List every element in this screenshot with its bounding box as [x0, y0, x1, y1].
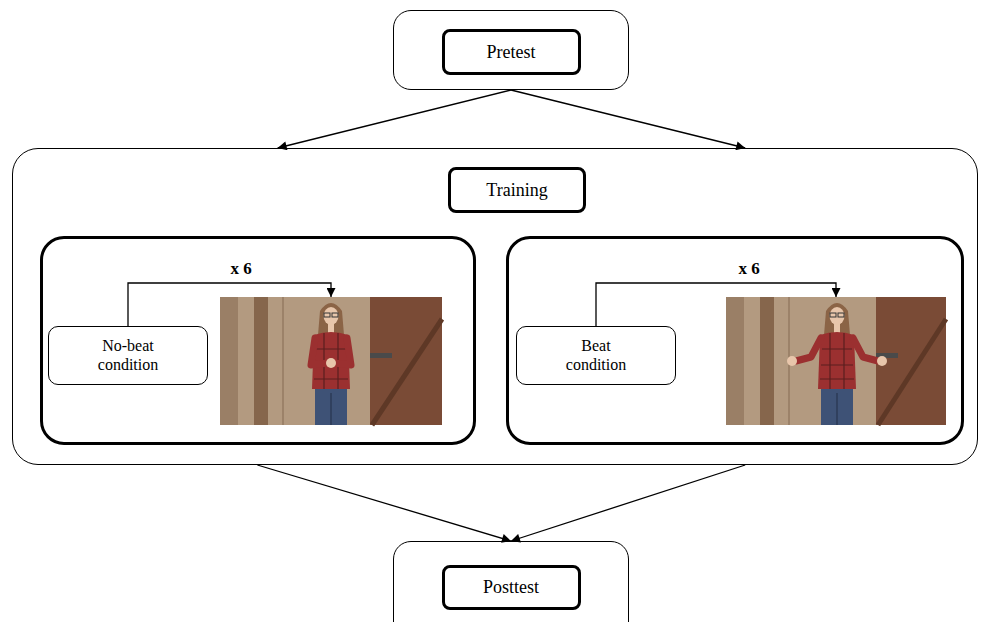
jeans-seam — [836, 393, 838, 425]
condition-panel: x 6 Beat condition — [506, 236, 964, 445]
stage-label: Training — [448, 167, 586, 213]
condition-box: No-beat condition — [48, 326, 208, 385]
hand — [787, 356, 797, 366]
training-frame: Training x 6 No-beat condition x 6 Beat cond… — [12, 148, 978, 465]
video-still — [726, 297, 946, 425]
repeat-count: x 6 — [221, 259, 261, 279]
plank-seam — [282, 297, 284, 425]
glasses — [332, 313, 338, 317]
barn-door — [876, 297, 946, 425]
pretest-frame: Pretest — [393, 10, 629, 90]
wood-wall — [220, 297, 442, 425]
jeans — [821, 389, 853, 425]
arm — [853, 338, 878, 361]
wood-plank — [726, 297, 744, 425]
condition-box: Beat condition — [516, 326, 676, 385]
hand — [877, 356, 887, 366]
hair — [824, 303, 850, 335]
arm — [334, 338, 351, 365]
glasses — [324, 313, 330, 317]
repeat-count: x 6 — [729, 259, 769, 279]
arm — [311, 338, 328, 365]
flow-arrow — [511, 90, 745, 148]
wood-wall — [726, 297, 946, 425]
glasses — [830, 313, 836, 317]
condition-label: Beat condition — [556, 337, 636, 374]
repeat-bracket — [596, 283, 836, 326]
flow-arrow — [278, 90, 511, 148]
hair — [318, 303, 344, 335]
plaid-lines — [820, 333, 854, 389]
door-hinge — [370, 353, 392, 358]
hands — [326, 358, 336, 368]
stage-label: Pretest — [442, 29, 581, 75]
face — [830, 307, 845, 325]
condition-panel: x 6 No-beat condition — [40, 236, 476, 445]
flow-arrow — [511, 465, 745, 541]
wood-post — [760, 297, 774, 425]
door-brace — [372, 319, 442, 425]
face — [324, 307, 339, 325]
barn-door — [370, 297, 442, 425]
plaid-shirt — [312, 332, 350, 389]
stage-label: Posttest — [442, 565, 581, 610]
jeans — [315, 389, 347, 425]
plaid-shirt — [818, 332, 856, 389]
jeans-seam — [330, 393, 332, 425]
glasses — [838, 313, 844, 317]
wood-plank — [220, 297, 238, 425]
wood-post — [254, 297, 268, 425]
condition-label: No-beat condition — [88, 337, 168, 374]
flow-arrow — [257, 465, 511, 541]
repeat-bracket — [128, 283, 331, 326]
posttest-frame: Posttest — [393, 541, 629, 622]
video-still — [220, 297, 442, 425]
arm — [796, 338, 821, 361]
door-brace — [878, 319, 946, 425]
